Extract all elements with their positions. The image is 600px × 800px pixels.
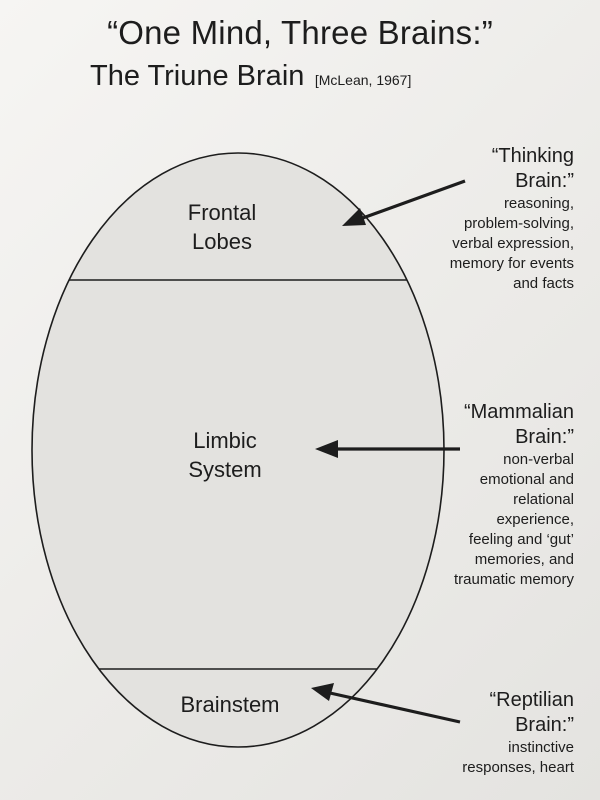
reptilian-brain-note: “Reptilian Brain:” instinctive responses… (462, 689, 574, 776)
subtitle-text: The Triune Brain (90, 60, 305, 92)
frontal-lobes-label: Frontal Lobes (187, 200, 257, 254)
citation: [McLean, 1967] (314, 72, 412, 88)
reptilian-arrowhead (311, 683, 334, 701)
page-subtitle: The Triune Brain [McLean, 1967] (90, 60, 411, 93)
page-title: “One Mind, Three Brains:” (107, 14, 493, 51)
limbic-system-label: Limbic System (188, 428, 262, 482)
thinking-brain-note: “Thinking Brain:” reasoning, problem-sol… (449, 145, 574, 292)
brainstem-label: Brainstem (180, 692, 280, 717)
reptilian-arrow (329, 691, 461, 724)
mammalian-arrowhead (315, 440, 338, 458)
thinking-arrowhead (342, 208, 366, 226)
thinking-arrow (359, 179, 466, 221)
mammalian-brain-note: “Mammalian Brain:” non-verbal emotional … (453, 401, 574, 588)
